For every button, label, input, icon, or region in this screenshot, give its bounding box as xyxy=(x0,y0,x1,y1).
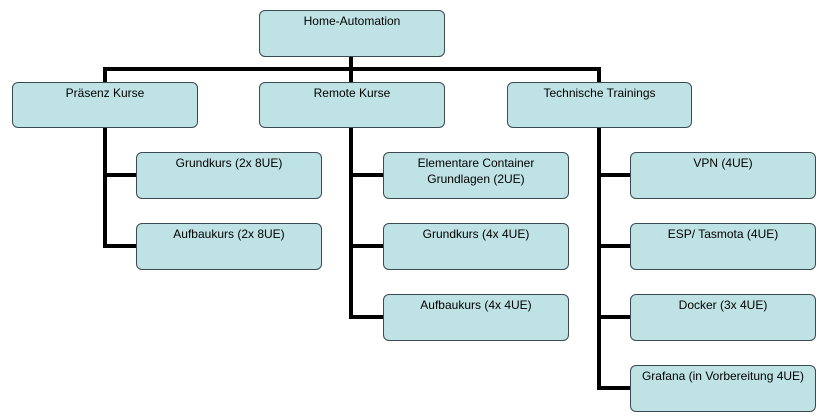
node-category-remote-label: Remote Kurse xyxy=(313,86,391,100)
node-category-praesenz-label: Präsenz Kurse xyxy=(65,86,145,100)
node-remote-aufbaukurs-label: Aufbaukurs (4x 4UE) xyxy=(420,298,532,312)
node-remote-elementare-container: Elementare Container Grundlagen (2UE) xyxy=(383,152,569,199)
node-technisch-docker-label: Docker (3x 4UE) xyxy=(678,298,768,312)
node-category-praesenz: Präsenz Kurse xyxy=(12,82,198,128)
node-remote-elementare-container-line1: Elementare Container xyxy=(417,156,535,170)
node-technisch-vpn: VPN (4UE) xyxy=(630,152,816,199)
node-remote-grundkurs: Grundkurs (4x 4UE) xyxy=(383,223,569,270)
node-technisch-grafana: Grafana (in Vorbereitung 4UE) xyxy=(630,365,816,412)
node-category-technisch: Technische Trainings xyxy=(507,82,692,128)
node-technisch-docker: Docker (3x 4UE) xyxy=(630,294,816,341)
node-technisch-grafana-label: Grafana (in Vorbereitung 4UE) xyxy=(641,369,805,383)
node-praesenz-grundkurs-label: Grundkurs (2x 8UE) xyxy=(175,156,283,170)
node-root-label: Home-Automation xyxy=(303,14,401,28)
node-technisch-esp-tasmota: ESP/ Tasmota (4UE) xyxy=(630,223,816,270)
node-root: Home-Automation xyxy=(259,10,445,57)
node-remote-aufbaukurs: Aufbaukurs (4x 4UE) xyxy=(383,294,569,341)
node-technisch-esp-tasmota-label: ESP/ Tasmota (4UE) xyxy=(667,227,779,241)
node-remote-grundkurs-label: Grundkurs (4x 4UE) xyxy=(422,227,530,241)
node-technisch-vpn-label: VPN (4UE) xyxy=(693,156,753,170)
node-remote-elementare-container-line2: Grundlagen (2UE) xyxy=(427,172,525,186)
node-praesenz-aufbaukurs-label: Aufbaukurs (2x 8UE) xyxy=(173,227,285,241)
node-praesenz-aufbaukurs: Aufbaukurs (2x 8UE) xyxy=(136,223,322,270)
node-praesenz-grundkurs: Grundkurs (2x 8UE) xyxy=(136,152,322,199)
node-category-technisch-label: Technische Trainings xyxy=(543,86,656,100)
node-category-remote: Remote Kurse xyxy=(259,82,445,128)
